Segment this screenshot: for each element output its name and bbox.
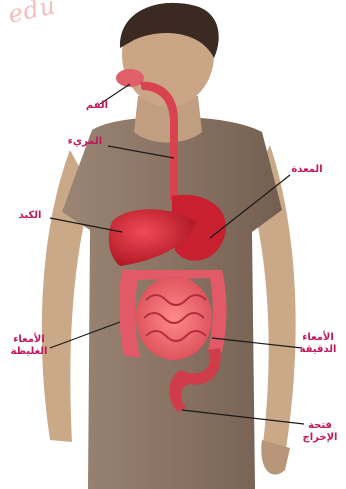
large-intestine-label: الأمعاء الغليظة: [4, 334, 54, 358]
stomach-label: المعدة: [282, 164, 332, 176]
small-intestine-label: الأمعاء الدقيقة: [292, 332, 344, 356]
liver-label: الكبد: [8, 210, 52, 222]
mouth-label: الفم: [80, 100, 114, 112]
small-intestine-organ: [136, 276, 212, 360]
anus-label: فتحة الإخراج: [296, 420, 344, 444]
esophagus-label: المريء: [60, 136, 110, 148]
